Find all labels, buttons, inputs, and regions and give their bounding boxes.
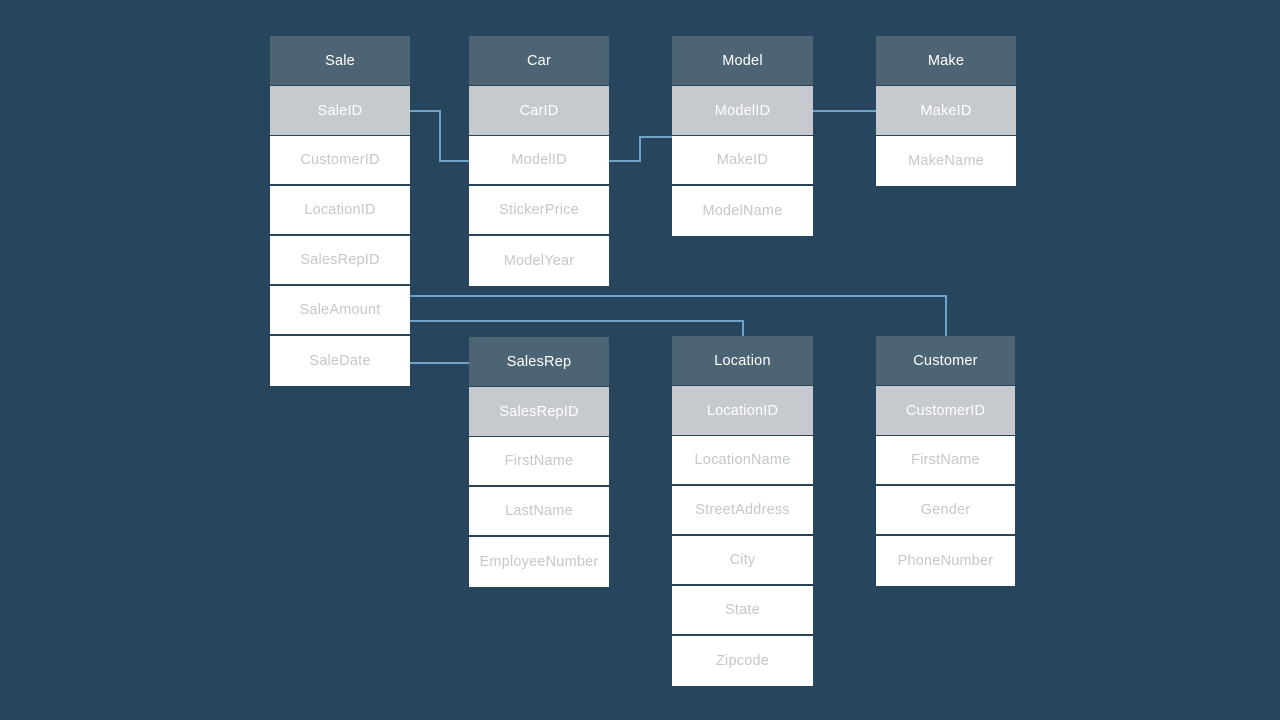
field-car-modelyear[interactable]: ModelYear	[469, 236, 609, 286]
primary-key-field-make-makeid[interactable]: MakeID	[876, 86, 1016, 136]
connector-sale-customer	[410, 295, 947, 336]
entity-header-salesrep: SalesRep	[469, 337, 609, 387]
field-model-modelname[interactable]: ModelName	[672, 186, 813, 236]
primary-key-field-car-carid[interactable]: CarID	[469, 86, 609, 136]
field-sale-locationid[interactable]: LocationID	[270, 186, 410, 236]
entity-header-sale: Sale	[270, 36, 410, 86]
field-model-makeid[interactable]: MakeID	[672, 136, 813, 186]
primary-key-field-sale-saleid[interactable]: SaleID	[270, 86, 410, 136]
primary-key-field-salesrep-salesrepid[interactable]: SalesRepID	[469, 387, 609, 437]
field-customer-firstname[interactable]: FirstName	[876, 436, 1015, 486]
field-location-locationname[interactable]: LocationName	[672, 436, 813, 486]
entity-header-location: Location	[672, 336, 813, 386]
field-sale-saledate[interactable]: SaleDate	[270, 336, 410, 386]
connector-sale-location	[410, 320, 744, 336]
field-sale-salesrepid[interactable]: SalesRepID	[270, 236, 410, 286]
connector-car-model	[609, 136, 672, 162]
field-sale-customerid[interactable]: CustomerID	[270, 136, 410, 186]
entity-header-customer: Customer	[876, 336, 1015, 386]
entity-header-model: Model	[672, 36, 813, 86]
field-location-streetaddress[interactable]: StreetAddress	[672, 486, 813, 536]
field-location-zipcode[interactable]: Zipcode	[672, 636, 813, 686]
primary-key-field-location-locationid[interactable]: LocationID	[672, 386, 813, 436]
connector-sale-car	[410, 110, 469, 162]
field-location-city[interactable]: City	[672, 536, 813, 586]
primary-key-field-customer-customerid[interactable]: CustomerID	[876, 386, 1015, 436]
field-car-modelid[interactable]: ModelID	[469, 136, 609, 186]
field-make-makename[interactable]: MakeName	[876, 136, 1016, 186]
entity-header-make: Make	[876, 36, 1016, 86]
field-salesrep-lastname[interactable]: LastName	[469, 487, 609, 537]
field-car-stickerprice[interactable]: StickerPrice	[469, 186, 609, 236]
field-sale-saleamount[interactable]: SaleAmount	[270, 286, 410, 336]
field-salesrep-employeenumber[interactable]: EmployeeNumber	[469, 537, 609, 587]
field-salesrep-firstname[interactable]: FirstName	[469, 437, 609, 487]
primary-key-field-model-modelid[interactable]: ModelID	[672, 86, 813, 136]
field-location-state[interactable]: State	[672, 586, 813, 636]
field-customer-phonenumber[interactable]: PhoneNumber	[876, 536, 1015, 586]
field-customer-gender[interactable]: Gender	[876, 486, 1015, 536]
entity-header-car: Car	[469, 36, 609, 86]
